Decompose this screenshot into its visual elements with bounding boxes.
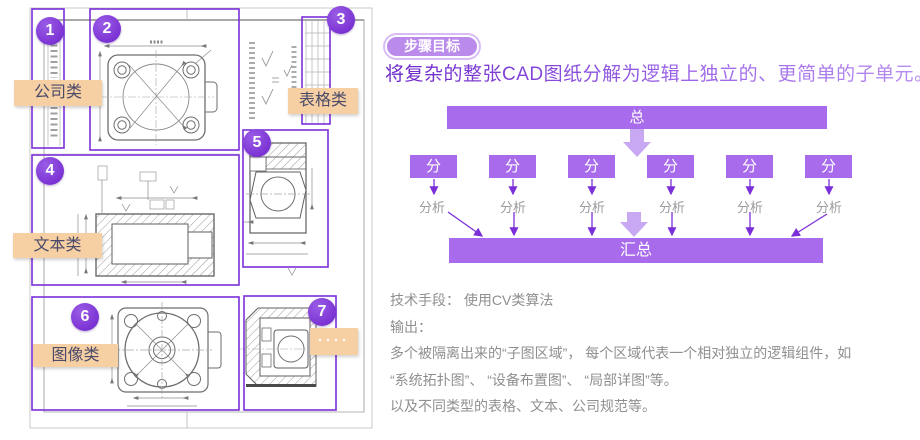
region-label-table: 表格类 [288,88,358,114]
tech-method-line: 技术手段： 使用CV类算法 [390,292,554,308]
output-label-line: 输出： [390,318,432,335]
region-badge-7: 7 [308,298,336,326]
cad-panel: 1 2 3 4 5 6 7 公司类 表格类 文本类 图像类 ···· [0,0,380,440]
flow-arrows [429,129,834,237]
details-block: 技术手段： 使用CV类算法 输出： 多个被隔离出来的“子图区域”， 每个区域代表… [390,287,920,420]
region-badge-4: 4 [36,157,64,185]
region-badge-5: 5 [243,129,271,157]
analysis-label-3: 分析 [578,200,605,215]
total-bar: 总 [447,106,827,129]
region-outline-4 [31,154,240,286]
region-label-company: 公司类 [14,80,102,106]
region-badge-2: 2 [93,15,121,43]
region-outline-3 [301,16,331,125]
split-arrow-icon [623,129,651,157]
branch-box-1: 分 [410,155,457,178]
region-outline-2 [89,8,240,151]
analysis-label-1: 分析 [418,200,445,215]
region-label-text: 文本类 [13,233,102,258]
merge-arrow-icon [620,212,648,237]
region-outline-5 [242,129,329,268]
collect-arrow-icon [447,211,828,237]
region-label-image: 图像类 [33,344,118,367]
branch-box-2: 分 [489,155,536,178]
output-desc-line-2: “系统拓扑图”、 “设备布置图”、 “局部详图”等。 [390,371,678,388]
output-desc-line-1: 多个被隔离出来的“子图区域”， 每个区域代表一个相对独立的逻辑组件，如 [390,345,852,361]
branch-box-4: 分 [647,155,694,178]
region-outline-6 [31,296,240,411]
region-outline-1 [31,8,65,149]
analysis-label-4: 分析 [658,200,685,215]
cad-drawing [29,7,373,429]
analysis-label-6: 分析 [815,200,842,215]
branch-box-5: 分 [726,155,773,178]
region-badge-3: 3 [327,6,355,34]
region-badge-6: 6 [71,303,99,331]
page-title: 将复杂的整张CAD图纸分解为逻辑上独立的、更简单的子单元。 [385,59,920,86]
output-desc-line-3: 以及不同类型的表格、文本、公司规范等。 [390,398,656,414]
region-label-dots: ···· [310,328,358,355]
step-goal-badge: 步骤目标 [385,35,479,58]
analysis-label-5: 分析 [736,200,763,215]
branch-box-6: 分 [805,155,852,178]
analysis-label-2: 分析 [499,200,526,215]
branch-box-3: 分 [568,155,615,178]
down-arrow-icon [429,179,834,196]
summary-bar: 汇总 [449,238,823,263]
region-badge-1: 1 [36,17,64,45]
